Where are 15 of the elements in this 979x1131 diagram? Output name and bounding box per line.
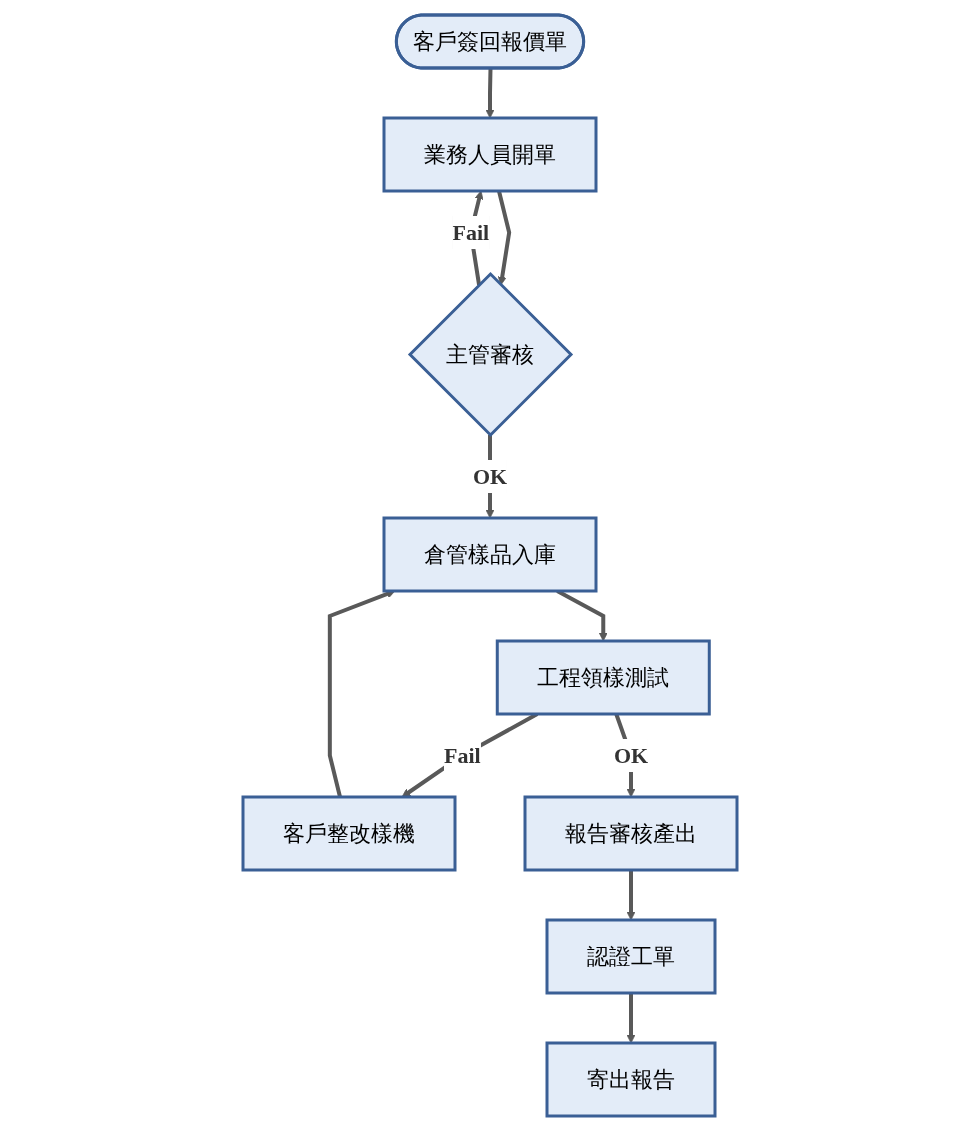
node-box: 認證工單 — [545, 918, 716, 995]
node-box: 倉管樣品入庫 — [382, 516, 597, 593]
node-box: 業務人員開單 — [382, 116, 597, 193]
edge-label: Fail — [452, 220, 489, 245]
arrow — [626, 870, 635, 921]
node-diamond: 主管審核 — [407, 271, 573, 438]
edge-label: OK — [613, 743, 648, 768]
node-box: 寄出報告 — [545, 1041, 716, 1118]
node-box: 工程領樣測試 — [495, 639, 711, 716]
node-box: 報告審核產出 — [523, 795, 738, 872]
arrow — [485, 68, 494, 119]
arrow — [626, 993, 635, 1044]
edge-label: Fail — [443, 743, 481, 768]
edge-label: OK — [472, 464, 507, 489]
node-box: 客戶整改樣機 — [241, 795, 456, 872]
